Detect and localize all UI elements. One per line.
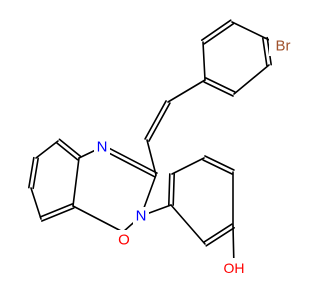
bond-c8a-c8-a <box>55 141 79 161</box>
bond-v2-c2 <box>146 139 157 176</box>
bond-layer <box>28 19 284 269</box>
bond-c8-c7 <box>35 140 59 159</box>
bond-c5-c4a-a <box>39 203 73 218</box>
bond-p1-p2-b <box>172 173 175 206</box>
bond-b1-b2 <box>202 41 206 81</box>
bond-p6-p1 <box>170 204 206 245</box>
bond-b6-b1-b <box>205 77 236 93</box>
bond-c2-n1-b <box>102 144 158 174</box>
chemical-structure: Br N N O OH <box>28 19 295 278</box>
n1-label-bg <box>94 138 110 156</box>
bond-b2-b3-a <box>200 19 232 41</box>
nitrogen-3-label: N <box>136 208 147 225</box>
bond-v1-v2-b <box>144 100 167 140</box>
bond-p5-p6-a <box>205 227 235 247</box>
structure-canvas: Br N N O OH <box>28 19 295 278</box>
bond-p3-p4-a <box>204 155 235 171</box>
bond-c4a-c4 <box>72 205 124 233</box>
bond-c8a-c8-b <box>58 138 82 158</box>
bromine-atom-label: Br <box>276 38 291 55</box>
bond-b5-b6 <box>233 64 270 95</box>
bond-v1-v2-a <box>148 102 171 142</box>
bond-c7-c6-b <box>28 156 35 189</box>
bond-c7-c6-a <box>32 157 39 190</box>
bond-p5-p6-b <box>203 223 233 243</box>
br-label-bg <box>269 36 295 56</box>
atom-label-layer: Br N N O OH <box>94 36 295 278</box>
bond-p2-p3 <box>171 157 205 175</box>
n3-label-bg <box>133 207 149 227</box>
hydroxyl-label: OH <box>224 260 245 276</box>
bond-b6-b1-a <box>203 81 234 97</box>
bond-b1-v1 <box>167 79 206 103</box>
carbonyl-oxygen-label: O <box>118 232 130 249</box>
bond-p1-p2-a <box>168 173 171 206</box>
bond-c8a-c4a <box>72 157 80 207</box>
bond-b2-b3-b <box>203 23 235 45</box>
bond-b3-b4 <box>231 21 266 39</box>
bond-b4-b5-b <box>262 37 268 67</box>
oh-label-bg <box>221 258 247 278</box>
bond-c5-c4a-b <box>41 207 75 222</box>
bond-p3-p4-b <box>202 159 233 175</box>
nitrogen-1-label: N <box>97 139 108 156</box>
bond-c6-c5 <box>30 187 42 220</box>
carbonyl-o-label-bg <box>115 230 133 250</box>
